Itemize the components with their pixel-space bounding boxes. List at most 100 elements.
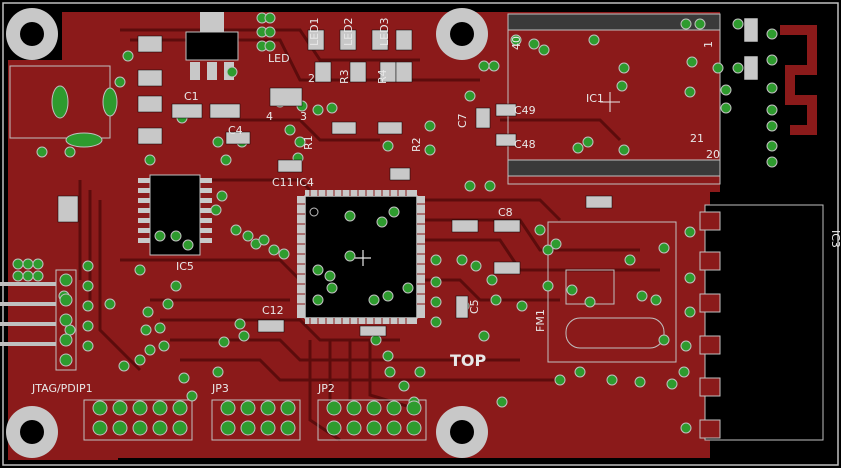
via-pad [242, 230, 254, 242]
via-pad [382, 350, 394, 362]
via-pad [464, 90, 476, 102]
via-pad [82, 260, 94, 272]
header-pin-pad [240, 400, 256, 416]
via-pad [574, 366, 586, 378]
label-led2: LED2 [342, 17, 355, 46]
via-pad [684, 86, 696, 98]
via-pad [732, 18, 744, 30]
via-pad [212, 366, 224, 378]
label-ic3: IC3 [829, 230, 841, 248]
via-pad [170, 280, 182, 292]
via-pad [484, 180, 496, 192]
via-pad [170, 230, 182, 242]
via-pad [680, 340, 692, 352]
via-pad [766, 82, 778, 94]
jtag-pin-pad [59, 353, 73, 367]
label-c12: C12 [262, 304, 284, 317]
via-pad [566, 284, 578, 296]
via-pad [634, 376, 646, 388]
label-ic5: IC5 [176, 260, 194, 273]
via-pad [134, 354, 146, 366]
via-pad [584, 296, 596, 308]
via-pad [624, 254, 636, 266]
via-pad [376, 216, 388, 228]
label-pin-40: 40 [510, 36, 523, 50]
via-pad [694, 18, 706, 30]
via-pad [82, 320, 94, 332]
via-pad [488, 60, 500, 72]
via-pad [650, 294, 662, 306]
via-pad [658, 334, 670, 346]
via-pad [144, 344, 156, 356]
via-pad [554, 374, 566, 386]
label-fm1: FM1 [534, 309, 547, 332]
via-pad [64, 146, 76, 158]
via-pad [470, 260, 482, 272]
via-pad [158, 340, 170, 352]
via-pad [658, 242, 670, 254]
via-pad [680, 422, 692, 434]
header-pin-pad [366, 400, 382, 416]
via-pad [154, 322, 166, 334]
header-pin-pad [346, 400, 362, 416]
header-pin-pad [280, 400, 296, 416]
label-c8: C8 [498, 206, 513, 219]
label-pin-3: 3 [300, 110, 307, 123]
via-pad [264, 26, 276, 38]
label-r4: R4 [376, 69, 389, 84]
via-pad [182, 239, 194, 251]
via-pad [238, 330, 250, 342]
via-pad [368, 294, 380, 306]
via-pad [344, 250, 356, 262]
via-pad [220, 154, 232, 166]
via-pad [550, 238, 562, 250]
via-pad [402, 282, 414, 294]
header-pin-pad [326, 420, 342, 436]
via-pad [636, 290, 648, 302]
via-pad [218, 336, 230, 348]
header-pin-pad [386, 420, 402, 436]
via-pad [618, 144, 630, 156]
via-pad [268, 244, 280, 256]
via-pad [140, 324, 152, 336]
mcu-chip [297, 190, 425, 324]
via-pad [684, 306, 696, 318]
via-pad [226, 66, 238, 78]
header-pin-pad [280, 420, 296, 436]
label-c5: C5 [468, 299, 481, 314]
header-pin-pad [366, 420, 382, 436]
header-pin-pad [112, 420, 128, 436]
via-pad [384, 366, 396, 378]
via-pad [478, 330, 490, 342]
via-pad [134, 264, 146, 276]
label-c48: C48 [514, 138, 536, 151]
via-pad [82, 280, 94, 292]
via-pad [32, 270, 44, 282]
label-c1: C1 [184, 90, 199, 103]
header-pin-pad [152, 400, 168, 416]
via-pad [414, 366, 426, 378]
via-pad [686, 56, 698, 68]
via-pad [542, 280, 554, 292]
via-pad [114, 76, 126, 88]
via-pad [144, 154, 156, 166]
header-pin-pad [406, 420, 422, 436]
via-pad [36, 146, 48, 158]
header-pin-pad [386, 400, 402, 416]
via-pad [490, 294, 502, 306]
ic1-module [507, 13, 721, 185]
header-pin-pad [172, 400, 188, 416]
label-c11: C11 [272, 176, 294, 189]
label-jp1: JTAG/PDIP1 [31, 382, 93, 395]
via-pad [326, 102, 338, 114]
via-pad [326, 282, 338, 294]
label-c4: C4 [228, 124, 243, 137]
via-pad [312, 294, 324, 306]
via-pad [284, 124, 296, 136]
label-led3: LED3 [378, 17, 391, 46]
via-pad [388, 206, 400, 218]
via-pad [456, 254, 468, 266]
via-pad [430, 276, 442, 288]
